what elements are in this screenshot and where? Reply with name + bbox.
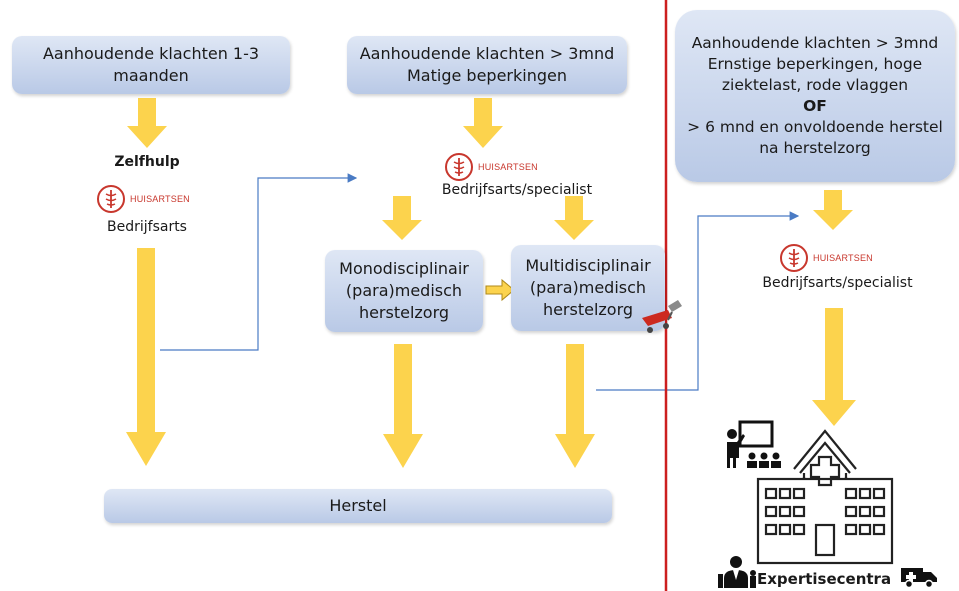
box-mono-line1: Monodisciplinair (339, 259, 469, 278)
connector-selfhelp-to-specialist (160, 173, 358, 351)
arrow-physician-to-multi (554, 196, 594, 240)
label-occupational-physician: Bedrijfsarts (107, 219, 187, 235)
arrow-multi-to-recovery (555, 344, 595, 468)
label-selfhelp: Zelfhulp (114, 154, 180, 170)
down-arrows (126, 98, 856, 468)
box-mono-line2: (para)medisch (345, 281, 463, 300)
arrow-physician-to-mono (382, 196, 422, 240)
box-acute-line1: Aanhoudende klachten 1-3 (42, 44, 260, 63)
arrow-physician-to-expertise (812, 308, 856, 426)
box-mono-line3: herstelzorg (358, 303, 450, 322)
box-severe-complaints: Aanhoudende klachten > 3mnd Ernstige bep… (675, 10, 955, 182)
label-expertise-centres: Expertisecentra (757, 570, 892, 588)
box-severe-line3: ziektelast, rode vlaggen (721, 76, 909, 94)
arrow-severe-to-physician (813, 190, 853, 230)
trolley-icon (642, 300, 682, 333)
teacher-audience-icon (727, 420, 781, 468)
logo-text: HUISARTSEN (478, 162, 538, 172)
caduceus-icon (780, 244, 808, 272)
logo-text: HUISARTSEN (130, 194, 190, 204)
caduceus-icon (445, 153, 473, 181)
box-severe-or: OF (803, 97, 827, 115)
logo-huisartsen-left: HUISARTSEN (96, 184, 190, 214)
box-multi-line2: (para)medisch (529, 278, 647, 297)
arrow-selfhelp-to-recovery (126, 248, 166, 466)
doctor-icon (718, 556, 756, 588)
box-acute-line2: maanden (113, 66, 189, 85)
arrow-mono-to-multi (485, 278, 515, 302)
box-recovery-label: Herstel (329, 496, 387, 515)
hospital-icon (756, 429, 894, 565)
label-physician-specialist-right: Bedrijfsarts/specialist (762, 275, 913, 291)
logo-text: HUISARTSEN (813, 253, 873, 263)
box-recovery: Herstel (104, 489, 612, 523)
box-severe-line5: > 6 mnd en onvoldoende herstel (687, 118, 943, 136)
box-multi-line3: herstelzorg (542, 300, 634, 319)
arrow-moderate-to-physician (463, 98, 503, 148)
box-acute-complaints: Aanhoudende klachten 1-3 maanden (12, 36, 290, 94)
ambulance-icon (901, 568, 937, 588)
box-severe-line1: Aanhoudende klachten > 3mnd (691, 34, 939, 52)
box-moderate-line2: Matige beperkingen (407, 66, 567, 85)
box-severe-line6: na herstelzorg (759, 139, 871, 157)
connector-multi-to-expertise (596, 211, 800, 391)
label-physician-specialist-mid: Bedrijfsarts/specialist (441, 182, 593, 198)
box-moderate-line1: Aanhoudende klachten > 3mnd (359, 44, 615, 63)
logo-huisartsen-right: HUISARTSEN (779, 243, 873, 273)
box-severe-line2: Ernstige beperkingen, hoge (707, 55, 923, 73)
box-multi-line1: Multidisciplinair (525, 256, 651, 275)
arrow-mono-to-recovery (383, 344, 423, 468)
box-mono-care: Monodisciplinair (para)medisch herstelzorg (325, 250, 483, 332)
box-multi-care: Multidisciplinair (para)medisch herstelzor… (511, 245, 665, 331)
caduceus-icon (97, 185, 125, 213)
arrow-acute-to-selfhelp (127, 98, 167, 148)
logo-huisartsen-mid: HUISARTSEN (444, 152, 538, 182)
